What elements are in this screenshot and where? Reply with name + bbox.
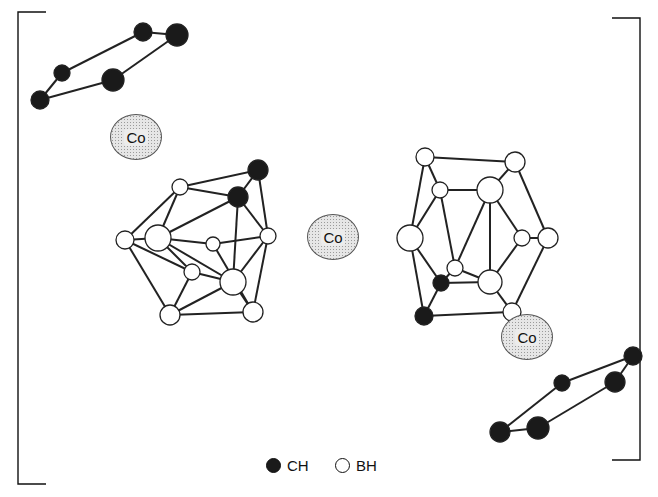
bh-atom: [416, 148, 434, 166]
ch-atom: [433, 275, 449, 291]
legend-label: BH: [356, 457, 377, 474]
ch-atom: [228, 187, 248, 207]
bh-atom: [220, 269, 246, 295]
legend-item: CH: [266, 457, 309, 474]
atom-label: Co: [515, 329, 538, 346]
ch-atom: [102, 69, 124, 91]
ch-atom: [31, 91, 49, 109]
bond-lines: [40, 32, 633, 432]
bh-atom: [206, 237, 220, 251]
ch-atom: [54, 65, 70, 81]
legend-swatch: [335, 458, 350, 473]
legend-item: BH: [335, 457, 377, 474]
bh-atom: [116, 231, 134, 249]
atom-label: Co: [124, 129, 147, 146]
bh-atom: [184, 264, 200, 280]
bond-line: [489, 190, 491, 282]
ch-atom: [415, 307, 433, 325]
cobalt-atom: Co: [501, 314, 553, 360]
ch-atom: [527, 417, 549, 439]
bond-line: [425, 157, 515, 162]
bond-line: [253, 236, 268, 312]
cobalt-atom: Co: [307, 214, 359, 260]
bracket: [18, 12, 640, 484]
ch-atom: [554, 375, 570, 391]
bond-line: [170, 312, 253, 315]
bh-atom: [538, 228, 558, 248]
ch-atom: [134, 23, 152, 41]
legend-swatch: [266, 458, 281, 473]
bond-line: [512, 238, 548, 312]
legend-label: CH: [287, 457, 309, 474]
bh-atom: [172, 179, 188, 195]
atom-label: Co: [321, 229, 344, 246]
ch-atom: [248, 160, 268, 180]
ch-atom: [166, 24, 188, 46]
bond-line: [538, 382, 615, 428]
bh-atom: [477, 177, 503, 203]
bh-atom: [160, 305, 180, 325]
ch-atom: [605, 372, 625, 392]
ch-atom: [624, 347, 642, 365]
bh-atom: [478, 270, 502, 294]
bond-line: [213, 244, 253, 312]
bond-line: [424, 312, 512, 316]
bh-atom: [505, 152, 525, 172]
cobalt-atom: Co: [110, 114, 162, 160]
bh-atom: [514, 230, 530, 246]
ch-atom: [490, 422, 510, 442]
bh-atom: [260, 228, 276, 244]
bond-line: [440, 190, 455, 268]
bond-line: [113, 35, 177, 80]
bh-atom: [145, 225, 171, 251]
bh-atom: [397, 225, 423, 251]
bond-line: [515, 162, 548, 238]
atom-spheres: [31, 23, 642, 442]
bh-atom: [447, 260, 463, 276]
bh-atom: [243, 302, 263, 322]
bh-atom: [432, 182, 448, 198]
